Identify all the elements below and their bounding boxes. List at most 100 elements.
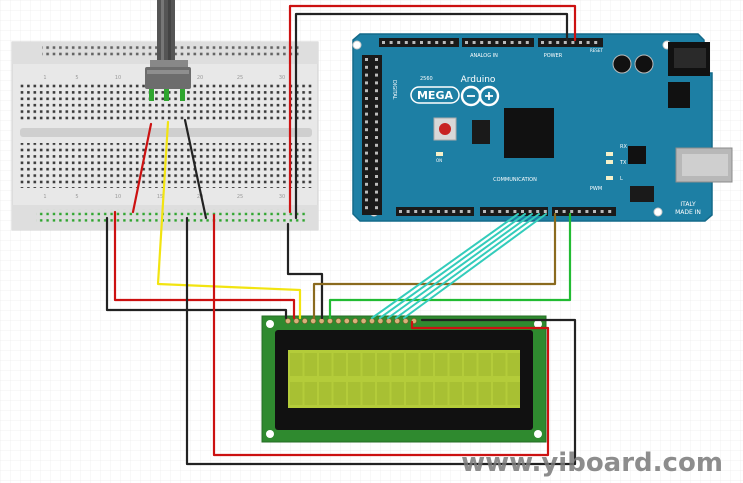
header-pin (571, 41, 575, 44)
l-label: L (620, 176, 623, 182)
arduino-brand-label: Arduino (461, 75, 496, 85)
header-pin (365, 97, 368, 100)
header-pin (528, 210, 532, 213)
lcd-pin (369, 318, 375, 324)
model-version-label: 2560 (420, 76, 433, 82)
potentiometer (145, 0, 191, 101)
potentiometer-knob-shaft (157, 0, 175, 62)
arduino-logo (460, 85, 500, 107)
header-pin (365, 73, 368, 77)
lcd-character-cell (348, 353, 361, 376)
header-pin (375, 89, 378, 93)
header-pin (375, 143, 378, 147)
header-pin (593, 210, 596, 213)
header-pin (375, 81, 378, 85)
header-pin (472, 41, 476, 44)
lcd-character-cell (377, 353, 390, 376)
column-number: 1 (43, 194, 46, 200)
header-pin (435, 41, 439, 44)
header-pin (510, 41, 514, 44)
header-pin (365, 112, 368, 116)
lcd-pin (301, 318, 308, 324)
header-pin (420, 41, 423, 44)
header-pin (556, 41, 560, 44)
lcd-character-cell (420, 382, 433, 405)
lcd-pin (293, 318, 300, 324)
lcd-character-cell (449, 353, 462, 376)
wire-black-gnd (294, 12, 569, 220)
header-pin (412, 41, 416, 44)
lcd-pin (360, 318, 367, 324)
lcd-character-cell (435, 382, 448, 405)
column-number: 5 (75, 75, 78, 81)
lcd-character-cell (290, 353, 303, 376)
header-pin (375, 198, 378, 202)
header-pin (498, 210, 502, 213)
pwm-label: PWM (590, 186, 602, 192)
header-pin (541, 41, 544, 44)
header-pin (375, 104, 378, 108)
column-number: 20 (197, 75, 203, 81)
icsp-header-2 (630, 186, 654, 202)
arduino-mega-board: MEGA Arduino 2560 ANALOG IN POWER COMMUN… (352, 33, 733, 222)
header-pin (467, 210, 471, 213)
center-channel (20, 128, 312, 137)
lcd-character-cell (290, 382, 303, 405)
header-pin (487, 41, 491, 44)
header-pin (585, 210, 589, 213)
lcd-character-cell (333, 382, 346, 405)
header-pin (375, 112, 378, 116)
header-pin (505, 210, 509, 213)
header-pin (365, 136, 368, 139)
wires (105, 4, 577, 466)
header-pin (404, 41, 408, 44)
column-number: 20 (197, 194, 203, 200)
header-pin (495, 41, 499, 44)
voltage-regulator (668, 82, 690, 108)
column-number: 5 (75, 194, 78, 200)
rx-led (606, 152, 613, 156)
column-number: 15 (157, 194, 163, 200)
header-pin (459, 210, 463, 213)
header-pin (375, 97, 378, 100)
digital-label: DIGITAL (391, 80, 397, 100)
header-pin (600, 210, 604, 213)
header-pin (365, 151, 368, 155)
reset-header-label: RESET (590, 48, 603, 53)
wire-black-pot (183, 118, 208, 220)
lcd-pin (318, 318, 325, 324)
header-pin (490, 210, 494, 213)
lcd-character-cell (464, 353, 477, 376)
lcd-character-cell (362, 382, 375, 405)
header-pin (375, 151, 378, 155)
reset-button-cap (439, 123, 451, 135)
header-pin (536, 210, 540, 213)
header-pin (563, 41, 567, 44)
header-pin (543, 210, 547, 213)
lcd-pin (335, 318, 342, 324)
header-pin (444, 210, 448, 213)
header-pin (365, 104, 368, 108)
header-pin (483, 210, 486, 213)
microcontroller-chip (504, 108, 554, 158)
lcd-character-cell (507, 382, 520, 405)
wire-cyan-data-1 (371, 213, 519, 319)
lcd-character-cell (348, 382, 361, 405)
lcd-character-cell (406, 382, 419, 405)
wire-red-5v (288, 4, 577, 214)
header-pin (365, 198, 368, 202)
column-number: 25 (237, 194, 243, 200)
header-pin (375, 182, 378, 186)
made-in-label: MADE IN (675, 209, 701, 216)
header-pin (397, 41, 401, 44)
header-pin (375, 159, 378, 163)
header-pin (389, 41, 393, 44)
wire-black-lcd-vss (105, 216, 288, 320)
header-pin (421, 210, 425, 213)
lcd-character-cell (493, 353, 506, 376)
pwm-header-b (552, 207, 616, 216)
lcd-character-cell (464, 382, 477, 405)
header-pin (399, 210, 402, 213)
header-pin (427, 41, 431, 44)
